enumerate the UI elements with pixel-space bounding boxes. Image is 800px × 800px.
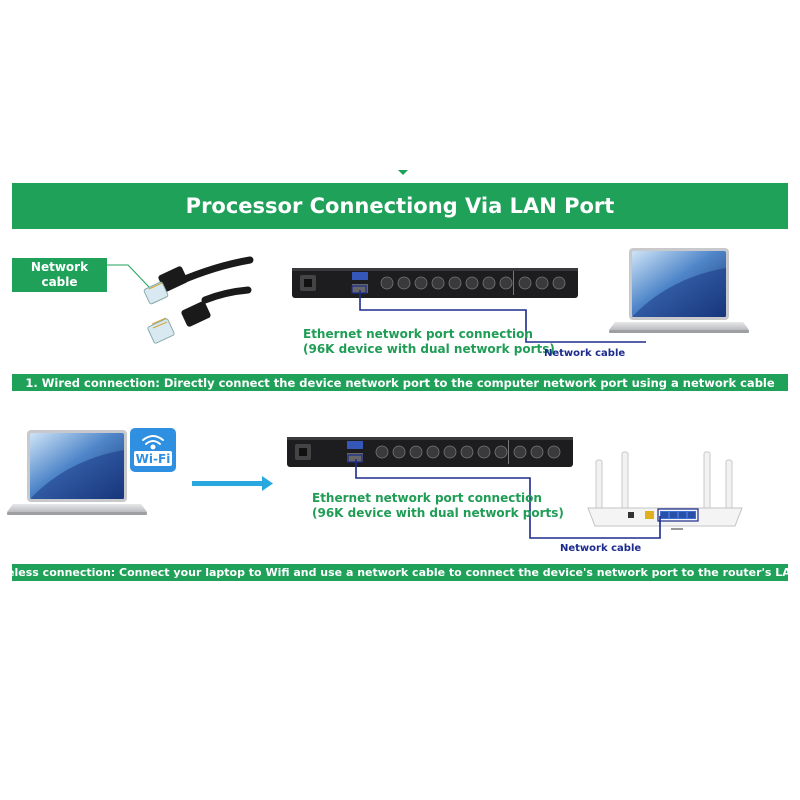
- ethernet-port-label-line2: (96K device with dual network ports): [312, 506, 564, 520]
- network-cable-label: Network cable: [544, 348, 626, 359]
- network-cable-line: [355, 459, 661, 539]
- audio-processor-device: [291, 267, 579, 299]
- ethernet-port-label: Ethernet network port connection (96K de…: [303, 327, 555, 357]
- ethernet-port-highlight: [347, 454, 363, 463]
- wired-connection-caption: 1. Wired connection: Directly connect th…: [12, 374, 788, 391]
- network-cable-tag: Network cable: [12, 258, 107, 292]
- router-lan-port-highlight: [657, 508, 699, 522]
- wireless-connection-caption: 2. Wireless connection: Connect your lap…: [0, 564, 800, 581]
- wifi-icon: [142, 435, 164, 450]
- ethernet-port-label-line2: (96K device with dual network ports): [303, 342, 555, 356]
- laptop-icon: [609, 248, 749, 333]
- network-cable-tag-line2: cable: [41, 275, 78, 289]
- ethernet-port-label-line1: Ethernet network port connection: [312, 491, 542, 505]
- router-icon: [587, 451, 743, 530]
- audio-processor-device: [286, 436, 574, 468]
- top-marker: [398, 170, 408, 175]
- ethernet-port-label-line1: Ethernet network port connection: [303, 327, 533, 341]
- ethernet-port-highlight: [351, 285, 367, 294]
- ethernet-cable-icon: [143, 256, 254, 344]
- network-cable-label: Network cable: [560, 543, 642, 554]
- page-title: Processor Connectiong Via LAN Port: [12, 183, 788, 229]
- network-cable-tag-line1: Network: [30, 260, 89, 274]
- arrow-right-icon: [192, 476, 273, 491]
- wifi-badge: Wi-Fi: [130, 428, 176, 472]
- network-cable-line: [359, 290, 646, 343]
- tag-leader-line: [107, 264, 151, 289]
- ethernet-port-label: Ethernet network port connection (96K de…: [312, 491, 564, 521]
- laptop-icon: [7, 430, 147, 515]
- wifi-badge-label: Wi-Fi: [136, 452, 171, 466]
